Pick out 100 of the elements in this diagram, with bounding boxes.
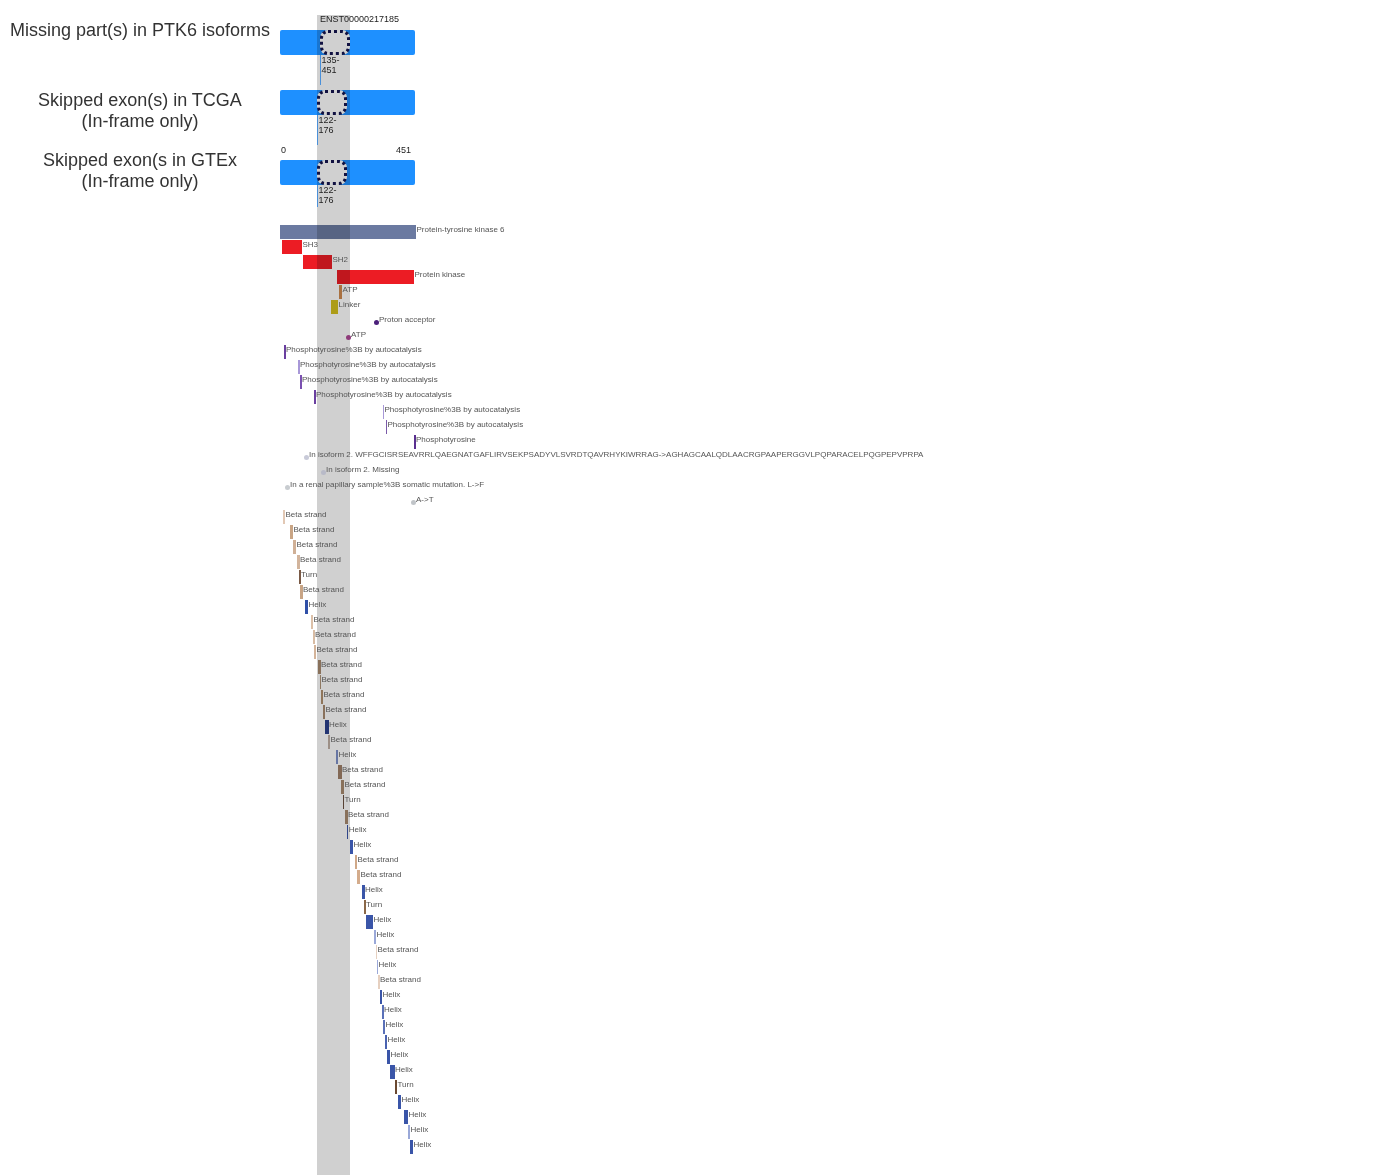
variant-dot bbox=[410, 499, 416, 505]
feature-label: Beta strand bbox=[380, 975, 421, 985]
feature-label: Phosphotyrosine%3B by autocatalysis bbox=[286, 345, 422, 355]
feature-label: Beta strand bbox=[360, 870, 402, 880]
modification-tick bbox=[385, 420, 387, 434]
feature-label: Beta strand bbox=[344, 780, 386, 790]
feature-label: Helix bbox=[410, 1125, 429, 1135]
modification-tick bbox=[298, 360, 300, 374]
feature-label: Proton acceptor bbox=[379, 315, 436, 325]
variant-dot bbox=[320, 469, 326, 475]
feature-label: Helix bbox=[401, 1095, 420, 1105]
feature-label: Phosphotyrosine%3B by autocatalysis bbox=[387, 420, 524, 430]
helix-bar bbox=[398, 1095, 401, 1109]
feature-label: Beta strand bbox=[285, 510, 327, 520]
modification-tick bbox=[414, 435, 416, 449]
feature-label: Beta strand bbox=[342, 765, 383, 775]
feature-label: Helix bbox=[373, 915, 392, 925]
feature-label: Helix bbox=[378, 960, 397, 970]
modification-tick bbox=[284, 345, 286, 359]
turn-bar bbox=[394, 1080, 397, 1094]
feature-label: Phosphotyrosine bbox=[416, 435, 476, 445]
track-title: Missing part(s) in PTK6 isoforms bbox=[8, 20, 272, 41]
feature-label: Phosphotyrosine%3B by autocatalysis bbox=[300, 360, 436, 370]
feature-label: Phosphotyrosine%3B by autocatalysis bbox=[316, 390, 452, 400]
site-dot bbox=[345, 334, 351, 340]
feature-label: Phosphotyrosine%3B by autocatalysis bbox=[302, 375, 438, 385]
axis-label: 451 bbox=[396, 145, 412, 155]
transcript-id-label: ENST00000217185 bbox=[320, 14, 400, 24]
feature-label: Beta strand bbox=[296, 540, 338, 550]
feature-label: Helix bbox=[376, 930, 395, 940]
variant-dot bbox=[303, 454, 309, 460]
range-label: 122-176 bbox=[316, 115, 340, 145]
feature-label: Beta strand bbox=[323, 690, 365, 700]
feature-label: Helix bbox=[387, 1035, 406, 1045]
domain-bar bbox=[282, 240, 302, 254]
range-label: 122-176 bbox=[316, 185, 340, 207]
feature-label: SH3 bbox=[302, 240, 319, 250]
track-title: Skipped exon(s) in TCGA (In-frame only) bbox=[37, 90, 243, 132]
helix-bar bbox=[362, 885, 365, 899]
feature-label: Helix bbox=[329, 720, 347, 730]
helix-bar bbox=[410, 1140, 413, 1154]
feature-label: Protein kinase bbox=[414, 270, 466, 280]
strand-bar bbox=[312, 630, 315, 644]
helix-bar bbox=[387, 1050, 390, 1064]
feature-label: Helix bbox=[384, 1005, 402, 1015]
feature-label: Beta strand bbox=[293, 525, 335, 535]
strand-bar bbox=[357, 870, 360, 884]
strand-bar bbox=[290, 525, 293, 539]
feature-label: Beta strand bbox=[348, 810, 389, 820]
feature-label: Helix bbox=[365, 885, 383, 895]
feature-label: Helix bbox=[390, 1050, 409, 1060]
variant-dot bbox=[284, 484, 290, 490]
modification-tick bbox=[382, 405, 384, 419]
feature-label: Turn bbox=[301, 570, 318, 580]
helix-bar bbox=[381, 1005, 384, 1019]
feature-label: Turn bbox=[397, 1080, 414, 1090]
feature-label: In a renal papillary sample%3B somatic mutation. L->F bbox=[290, 480, 485, 490]
feature-label: In isoform 2. Missing bbox=[326, 465, 400, 475]
modification-tick bbox=[300, 375, 302, 389]
helix-bar bbox=[390, 1065, 395, 1079]
feature-label: Beta strand bbox=[316, 645, 358, 655]
feature-label: Beta strand bbox=[321, 660, 362, 670]
feature-label: Beta strand bbox=[321, 675, 363, 685]
feature-label: ATP bbox=[351, 330, 366, 340]
site-dot bbox=[373, 319, 379, 325]
feature-label: Beta strand bbox=[315, 630, 356, 640]
helix-bar bbox=[350, 840, 353, 854]
helix-bar bbox=[404, 1110, 408, 1124]
feature-label: Helix bbox=[385, 1020, 404, 1030]
feature-label: Turn bbox=[344, 795, 361, 805]
strand-bar bbox=[300, 585, 303, 599]
feature-label: Helix bbox=[308, 600, 327, 610]
strand-bar bbox=[297, 555, 300, 569]
feature-label: Beta strand bbox=[313, 615, 355, 625]
feature-label: Beta strand bbox=[330, 735, 372, 745]
helix-bar bbox=[305, 600, 308, 614]
feature-label: Protein-tyrosine kinase 6 bbox=[416, 225, 505, 235]
strand-bar bbox=[293, 540, 296, 554]
modification-tick bbox=[314, 390, 316, 404]
helix-bar bbox=[366, 915, 373, 929]
feature-label: Linker bbox=[338, 300, 361, 310]
feature-label: Beta strand bbox=[357, 855, 399, 865]
feature-label: Beta strand bbox=[303, 585, 344, 595]
feature-label: ATP bbox=[342, 285, 358, 295]
feature-label: A->T bbox=[416, 495, 434, 505]
feature-label: Helix bbox=[348, 825, 367, 835]
feature-label: Beta strand bbox=[377, 945, 419, 955]
feature-label: Beta strand bbox=[300, 555, 341, 565]
feature-label: Helix bbox=[408, 1110, 427, 1120]
feature-label: Helix bbox=[395, 1065, 413, 1075]
axis-label: 0 bbox=[281, 145, 286, 155]
feature-label: Helix bbox=[382, 990, 401, 1000]
feature-label: Helix bbox=[338, 750, 357, 760]
feature-label: Helix bbox=[353, 840, 372, 850]
feature-label: Phosphotyrosine%3B by autocatalysis bbox=[384, 405, 521, 415]
feature-label: Beta strand bbox=[325, 705, 367, 715]
track-title: Skipped exon(s in GTEx (In-frame only) bbox=[41, 150, 239, 192]
feature-label: SH2 bbox=[332, 255, 349, 265]
feature-label: Turn bbox=[366, 900, 383, 910]
range-label: 135-451 bbox=[319, 55, 343, 85]
